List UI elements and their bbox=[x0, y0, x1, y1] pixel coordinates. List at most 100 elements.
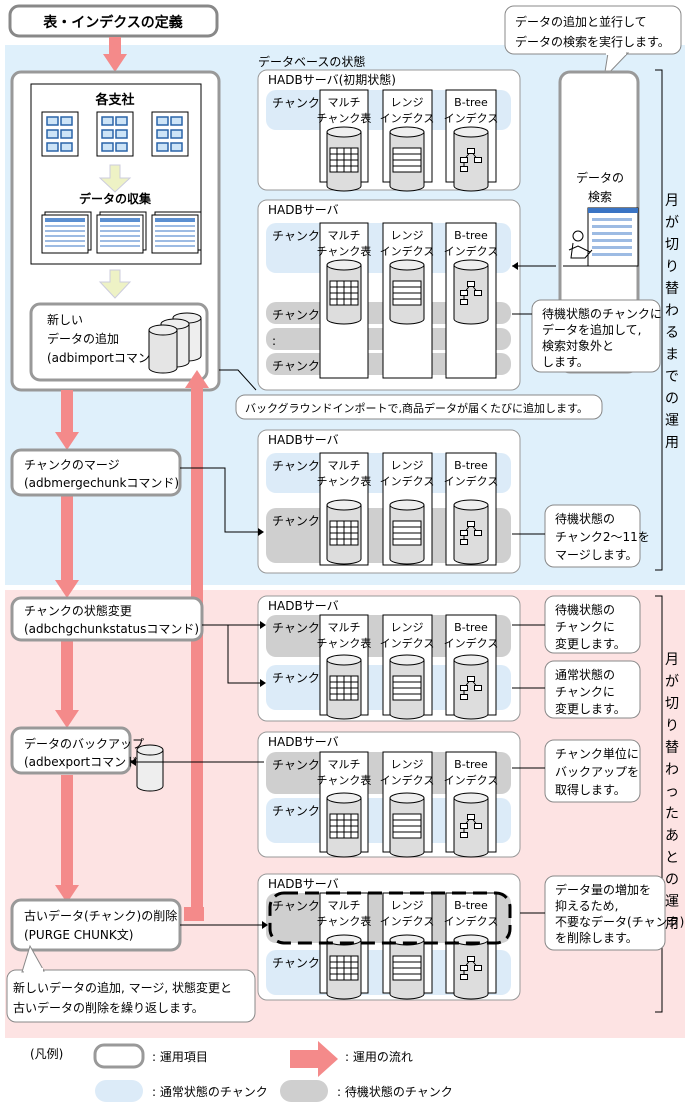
multi-chunk-table-label: チャンク表 bbox=[317, 636, 372, 650]
chunk-label: チャンク1 bbox=[272, 459, 328, 473]
side-label-top-char: の bbox=[665, 391, 679, 407]
legend-normal-chunk-swatch bbox=[95, 1080, 143, 1102]
chunk-label: チャンク1 bbox=[272, 229, 328, 243]
tree-node-icon bbox=[467, 956, 475, 962]
collect-arrow bbox=[98, 164, 132, 193]
range-index-label: インデクス bbox=[380, 773, 435, 787]
cylinder-body bbox=[136, 750, 164, 792]
note-to-wait-text: 変更します。 bbox=[555, 636, 626, 651]
btree-cylinder bbox=[453, 126, 489, 192]
search-bubble-text: データの追加と並行して bbox=[515, 14, 647, 29]
multi-chunk-table-label: チャンク表 bbox=[317, 773, 372, 787]
btree-index-label: インデクス bbox=[444, 244, 499, 258]
btree-index-label: インデクス bbox=[444, 914, 499, 928]
tree-node-icon bbox=[460, 299, 468, 305]
search-arrow-head bbox=[512, 262, 518, 270]
note-merge bbox=[544, 504, 641, 568]
cylinder-top bbox=[453, 499, 489, 511]
repeat-note-bubble bbox=[6, 969, 256, 1023]
chunk-label: チャンク11 bbox=[272, 359, 335, 373]
building-window bbox=[60, 129, 73, 139]
collect-label: データの収集 bbox=[79, 191, 152, 206]
backup-box bbox=[10, 726, 132, 775]
chunk-label: チャンク12 bbox=[272, 514, 335, 528]
cylinder-top bbox=[453, 792, 489, 804]
side-label-bottom-char: わ bbox=[665, 762, 679, 778]
legend-wait-chunk-label: : 待機状態のチャンク bbox=[337, 1084, 453, 1099]
purge-target-outline bbox=[268, 891, 512, 945]
building-window bbox=[156, 142, 169, 152]
tree-node-icon bbox=[467, 521, 475, 527]
search-label: データの bbox=[576, 170, 624, 185]
side-label-top-char: 替 bbox=[665, 281, 679, 297]
tree-node-icon bbox=[474, 965, 482, 971]
tree-node-icon bbox=[474, 157, 482, 163]
side-label-bottom-char: の bbox=[665, 872, 679, 888]
multi-chunk-table-label: マルチ bbox=[328, 229, 361, 242]
flow-arrow-to-status bbox=[55, 495, 79, 598]
monitor-titlebar bbox=[588, 208, 638, 213]
cylinder-top bbox=[326, 654, 362, 666]
side-label-top-char: 運 bbox=[665, 413, 679, 429]
merge-arrow-head bbox=[258, 528, 264, 536]
server-title: HADBサーバ bbox=[268, 735, 339, 749]
tree-node-icon bbox=[460, 832, 468, 838]
note-wait-add bbox=[531, 299, 661, 373]
btree-index-label: B-tree bbox=[454, 96, 488, 109]
merge-connector bbox=[180, 467, 258, 533]
btree-index-label: B-tree bbox=[454, 621, 488, 634]
note-to-wait-text: 待機状態の bbox=[555, 602, 615, 617]
note-wait-add-text: します。 bbox=[542, 355, 589, 369]
monitor-row bbox=[592, 253, 632, 256]
legend-title: (凡例) bbox=[30, 1047, 63, 1061]
tree-node-icon bbox=[467, 281, 475, 287]
tree-node-icon bbox=[474, 290, 482, 296]
purge-box bbox=[10, 898, 182, 952]
purge-arrow-head bbox=[262, 921, 268, 929]
note-to-normal bbox=[544, 660, 641, 719]
cylinder-top bbox=[326, 126, 362, 138]
side-label-top-char: 切 bbox=[665, 237, 679, 253]
range-index-label: レンジ bbox=[391, 758, 424, 771]
cylinder-top bbox=[136, 744, 164, 756]
tree-node-icon bbox=[460, 166, 468, 172]
note-purge-text: を削除します。 bbox=[555, 930, 638, 945]
tree-node-icon bbox=[460, 965, 468, 971]
btree-index-label: インデクス bbox=[444, 636, 499, 650]
server-title: HADBサーバ bbox=[268, 433, 339, 447]
tree-node-icon bbox=[474, 823, 482, 829]
tree-node-icon bbox=[460, 685, 468, 691]
chunk-label: チャンク12 bbox=[272, 804, 335, 818]
note-backup-text: チャンク単位に bbox=[555, 746, 639, 761]
chunk-label: チャンク12 bbox=[272, 671, 335, 685]
range-index-label: レンジ bbox=[391, 459, 424, 472]
btree-index-label: B-tree bbox=[454, 899, 488, 912]
range-index-label: レンジ bbox=[391, 229, 424, 242]
tree-node-icon bbox=[460, 974, 468, 980]
db-cylinder-front bbox=[148, 324, 178, 374]
building-window bbox=[101, 129, 114, 139]
multi-chunk-table-label: マルチ bbox=[328, 758, 361, 771]
bubble-tail-cover bbox=[606, 51, 626, 55]
side-label-bottom-char: が bbox=[665, 674, 679, 690]
server-title: HADBサーバ bbox=[268, 203, 339, 217]
flow-arrow-to-merge bbox=[55, 390, 79, 450]
legend-wait-chunk-swatch bbox=[280, 1080, 328, 1102]
search-bubble-text: データの検索を実行します。 bbox=[515, 34, 670, 49]
note-to-normal-text: 変更します。 bbox=[555, 701, 626, 716]
btree-cylinder bbox=[453, 499, 489, 565]
building-window bbox=[60, 116, 73, 126]
note-backup bbox=[544, 739, 641, 803]
import-arrow bbox=[98, 269, 132, 299]
tree-node-icon bbox=[460, 539, 468, 545]
multi-chunk-table-label: チャンク表 bbox=[317, 474, 372, 488]
merge-box bbox=[10, 448, 182, 497]
btree-index-label: インデクス bbox=[444, 773, 499, 787]
cylinder-top bbox=[453, 259, 489, 271]
document-row bbox=[155, 245, 195, 247]
multi-chunk-table-label: マルチ bbox=[328, 899, 361, 912]
side-label-top-char: が bbox=[665, 215, 679, 231]
document-row bbox=[155, 235, 195, 237]
btree-index-label: B-tree bbox=[454, 229, 488, 242]
